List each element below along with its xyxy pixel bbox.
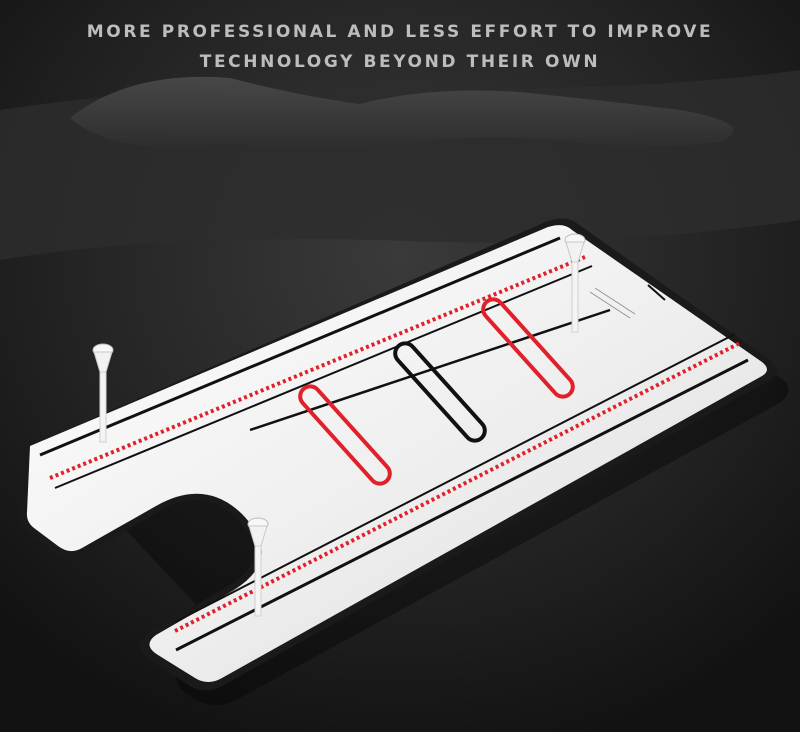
black-bar — [393, 341, 487, 443]
scale-markings — [589, 287, 636, 319]
mirror-surface — [26, 225, 767, 683]
headline-line-2: TECHNOLOGY BEYOND THEIR OWN — [199, 52, 601, 72]
black-guide-line — [174, 333, 736, 623]
golf-tee — [564, 233, 586, 333]
red-bar — [481, 297, 575, 399]
red-dotted-line — [174, 341, 741, 633]
golf-tee — [247, 517, 269, 617]
black-guide-line — [39, 236, 561, 457]
red-bar — [298, 384, 392, 486]
center-tick — [647, 284, 666, 301]
red-dotted-line — [49, 255, 586, 480]
headline-line-1: MORE PROFESSIONAL AND LESS EFFORT TO IMP… — [86, 22, 714, 42]
golf-tee — [92, 343, 114, 443]
sand-bunker — [70, 76, 734, 152]
black-guide-line — [175, 358, 749, 652]
